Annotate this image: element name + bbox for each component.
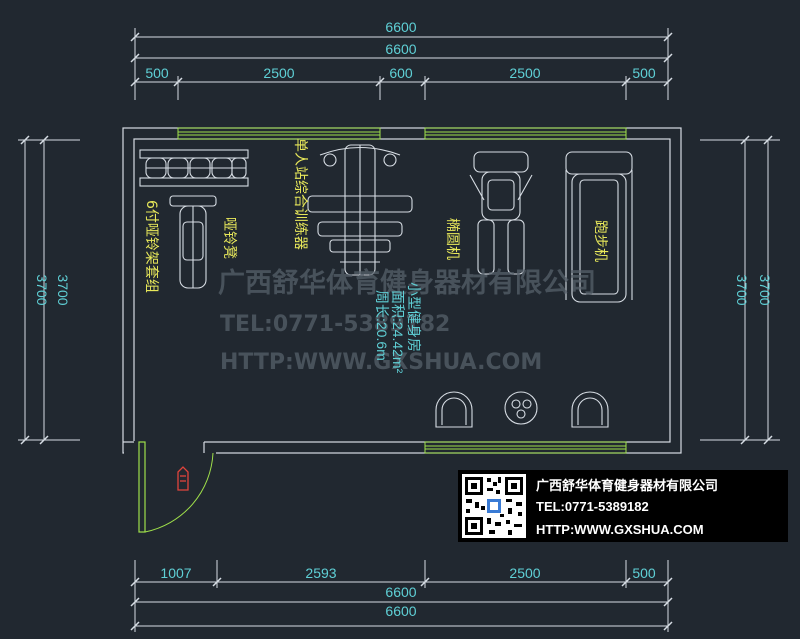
door-leaf <box>138 441 214 533</box>
company-tel: TEL:0771-5389182 <box>536 499 649 514</box>
windows <box>177 127 627 454</box>
right-dimension: 3700 <box>757 274 773 305</box>
gym-name-label: 小型健身房 <box>406 282 422 352</box>
bottom-dimension-ticks <box>130 577 673 631</box>
dumbbell-rack-label: 6付哑铃架套组 <box>143 200 159 293</box>
company-name: 广西舒华体育健身器材有限公司 <box>536 479 719 494</box>
top-segment-dimension: 2500 <box>263 65 294 81</box>
left-dimension: 3700 <box>34 274 50 305</box>
bottom-overall-dimension-2: 6600 <box>385 603 416 619</box>
room-walls <box>122 127 682 454</box>
top-dimension-lines <box>134 28 669 100</box>
right-dimension: 3700 <box>734 274 750 305</box>
company-info-box: 广西舒华体育健身器材有限公司 TEL:0771-5389182 HTTP:WWW… <box>458 470 788 542</box>
exercise-balls-icon <box>435 391 609 428</box>
watermark-tel: TEL:0771-5389182 <box>220 312 450 337</box>
top-segment-dimension: 500 <box>145 65 169 81</box>
bottom-segment-dimension: 1007 <box>160 565 191 581</box>
dumbbell-rack-icon <box>139 149 249 187</box>
qr-code-icon <box>465 477 523 535</box>
qr-code[interactable] <box>462 474 526 538</box>
elliptical-label: 椭圆机 <box>444 218 460 260</box>
station-trainer-label: 单人站综合训练器 <box>292 138 308 250</box>
perimeter-label: 周长:20.6m <box>374 290 390 361</box>
treadmill-label: 跑步机 <box>592 220 608 262</box>
door-opening <box>124 441 216 454</box>
bottom-overall-dimension-1: 6600 <box>385 584 416 600</box>
side-dimension-lines <box>18 139 780 441</box>
side-dimension-ticks <box>20 135 773 445</box>
bottom-segment-dimension: 500 <box>632 565 656 581</box>
area-label: 面积:24.42m² <box>390 290 406 374</box>
company-url[interactable]: HTTP:WWW.GXSHUA.COM <box>536 522 704 537</box>
treadmill-icon <box>565 151 633 303</box>
top-overall-dimension-2: 6600 <box>385 41 416 57</box>
top-dimension-ticks <box>130 32 673 87</box>
entry-arrow-icon <box>177 466 189 491</box>
elliptical-icon <box>469 151 533 275</box>
bottom-segment-dimension: 2593 <box>305 565 336 581</box>
dumbbell-bench-icon <box>169 195 217 289</box>
left-dimension: 3700 <box>55 274 71 305</box>
bottom-segment-dimension: 2500 <box>509 565 540 581</box>
watermark-company: 广西舒华体育健身器材有限公司 <box>218 267 596 299</box>
top-segment-dimension: 2500 <box>509 65 540 81</box>
watermark-url: HTTP:WWW.GXSHUA.COM <box>220 350 542 375</box>
bottom-dimension-lines <box>134 560 669 632</box>
top-segment-dimension: 500 <box>632 65 656 81</box>
top-overall-dimension-1: 6600 <box>385 19 416 35</box>
station-trainer-icon <box>307 144 413 276</box>
top-segment-dimension: 600 <box>389 65 413 81</box>
dumbbell-bench-label: 哑铃凳 <box>221 217 237 259</box>
door <box>123 441 216 453</box>
